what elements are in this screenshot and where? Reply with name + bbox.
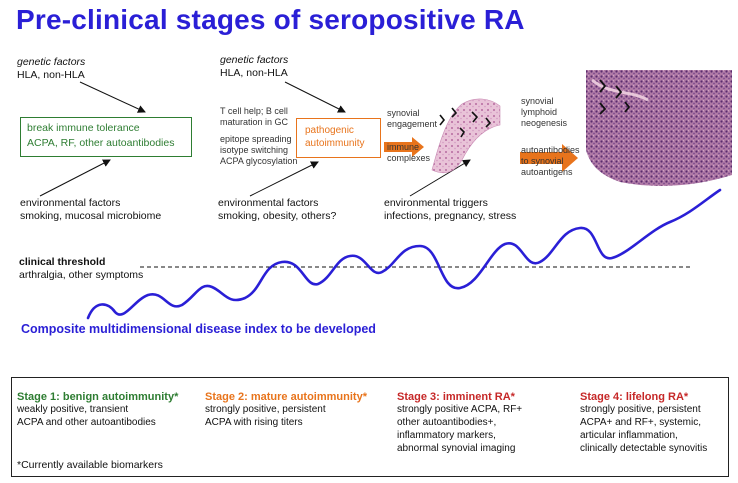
synovial-note: complexes xyxy=(387,153,431,163)
genetic-factors-value: HLA, non-HLA xyxy=(220,67,288,79)
synovial-note: engagement xyxy=(387,119,438,129)
environmental-value: smoking, mucosal microbiome xyxy=(20,210,162,222)
environmental-value: infections, pregnancy, stress xyxy=(384,210,517,222)
stage-2-title: Stage 2: mature autoimmunity* xyxy=(205,391,367,403)
mid-notes: T cell help; B cell maturation in GC epi… xyxy=(220,106,297,167)
stage-2-line: strongly positive, persistent xyxy=(205,404,326,415)
genetic-factors-value: HLA, non-HLA xyxy=(17,69,85,81)
stage-3-line: other autoantibodies+, xyxy=(397,417,497,428)
synovial-engagement-notes: synovial engagement immune complexes xyxy=(387,108,437,164)
stage-3-line: inflammatory markers, xyxy=(397,430,496,441)
environmental-factors-2: environmental factors smoking, obesity, … xyxy=(218,197,336,223)
lymphoid-notes: synovial lymphoid neogenesis autoantibod… xyxy=(521,96,580,178)
break-tolerance-box: break immune tolerance ACPA, RF, other a… xyxy=(20,117,192,157)
pathogenic-line2: autoimmunity xyxy=(305,138,365,149)
mid-note: ACPA glycosylation xyxy=(220,156,298,166)
environmental-label: environmental triggers xyxy=(384,197,488,209)
genetic-factors-1: genetic factors HLA, non-HLA xyxy=(17,56,85,82)
environmental-label: environmental factors xyxy=(20,197,121,209)
pathogenic-autoimmunity-box: pathogenic autoimmunity xyxy=(296,118,381,158)
environmental-value: smoking, obesity, others? xyxy=(218,210,337,222)
environmental-label: environmental factors xyxy=(218,197,319,209)
lymphoid-note: lymphoid xyxy=(521,107,558,117)
stage-3-line: abnormal synovial imaging xyxy=(397,443,516,454)
environmental-factors-1: environmental factors smoking, mucosal m… xyxy=(20,197,161,223)
genetic-factors-label: genetic factors xyxy=(17,56,86,68)
lymphoid-note: to synovial xyxy=(521,156,564,166)
genetic-factors-2: genetic factors HLA, non-HLA xyxy=(220,54,288,80)
stage-4-line: articular inflammation, xyxy=(580,430,678,441)
stage-1-line: weakly positive, transient xyxy=(17,404,129,415)
mid-note: epitope spreading xyxy=(220,134,292,144)
stage-4-line: ACPA+ and RF+, systemic, xyxy=(580,417,701,428)
synovium-image-large xyxy=(586,70,732,186)
orange-arrow-2 xyxy=(520,144,578,172)
clinical-threshold-value: arthralgia, other symptoms xyxy=(19,269,144,281)
mid-note: maturation in GC xyxy=(220,117,289,127)
stages-box xyxy=(11,377,729,477)
stage-4-line: clinically detectable synovitis xyxy=(580,443,708,454)
clinical-threshold: clinical threshold arthralgia, other sym… xyxy=(19,256,143,282)
mid-note: isotype switching xyxy=(220,145,289,155)
composite-index-label: Composite multidimensional disease index… xyxy=(21,322,376,336)
lymphoid-note: neogenesis xyxy=(521,118,568,128)
pathogenic-line1: pathogenic xyxy=(305,125,354,136)
arrow-genetic-2 xyxy=(284,81,346,113)
arrow-genetic-1 xyxy=(79,81,146,113)
stage-1-title: Stage 1: benign autoimmunity* xyxy=(17,391,179,403)
orange-arrow-1 xyxy=(384,137,424,157)
stage-4: Stage 4: lifelong RA* strongly positive,… xyxy=(580,391,707,455)
stage-3-line: strongly positive ACPA, RF+ xyxy=(397,404,523,415)
lymphoid-note: autoantibodies xyxy=(521,145,580,155)
disease-index-wave xyxy=(86,188,722,320)
break-tolerance-line1: break immune tolerance xyxy=(27,122,140,134)
page-title: Pre-clinical stages of seropositive RA xyxy=(16,4,525,35)
stage-4-line: strongly positive, persistent xyxy=(580,404,701,415)
stage-4-title: Stage 4: lifelong RA* xyxy=(580,391,689,403)
footnote: *Currently available biomarkers xyxy=(17,459,163,471)
stage-3: Stage 3: imminent RA* strongly positive … xyxy=(397,391,522,455)
arrow-env-2 xyxy=(249,161,319,197)
mid-note: T cell help; B cell xyxy=(220,106,288,116)
synovial-note: immune xyxy=(387,142,420,152)
synovial-note: synovial xyxy=(387,108,420,118)
genetic-factors-label: genetic factors xyxy=(220,54,289,66)
stage-1: Stage 1: benign autoimmunity* weakly pos… xyxy=(17,391,178,429)
arrow-env-3 xyxy=(409,159,471,197)
lymphoid-note: autoantigens xyxy=(521,167,573,177)
arrow-env-1 xyxy=(39,159,111,197)
stage-2: Stage 2: mature autoimmunity* strongly p… xyxy=(205,391,367,429)
lymphoid-note: synovial xyxy=(521,96,554,106)
stage-1-line: ACPA and other autoantibodies xyxy=(17,417,156,428)
synovium-image-small xyxy=(431,98,501,173)
stage-3-title: Stage 3: imminent RA* xyxy=(397,391,515,403)
break-tolerance-line2: ACPA, RF, other autoantibodies xyxy=(27,137,175,149)
environmental-triggers: environmental triggers infections, pregn… xyxy=(384,197,516,223)
stage-2-line: ACPA with rising titers xyxy=(205,417,303,428)
clinical-threshold-label: clinical threshold xyxy=(19,256,106,268)
